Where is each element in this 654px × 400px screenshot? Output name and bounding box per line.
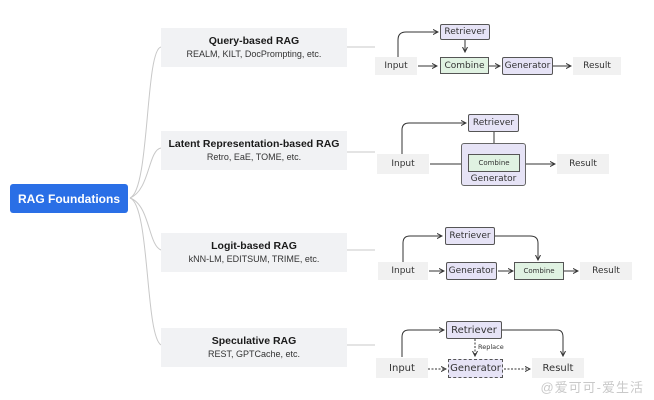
edge-root-query	[129, 46, 162, 199]
generator-node: Generator	[502, 57, 553, 75]
branch-title: Query-based RAG	[208, 35, 300, 47]
edge-root-latent	[129, 147, 162, 199]
result-node: Result	[557, 154, 609, 174]
branch-logit-based[interactable]: Logit-based RAG kNN-LM, EDITSUM, TRIME, …	[161, 233, 347, 272]
branch-latent-representation[interactable]: Latent Representation-based RAG Retro, E…	[161, 131, 347, 170]
branch-examples: kNN-LM, EDITSUM, TRIME, etc.	[188, 254, 320, 264]
generator-node: Generator	[448, 359, 503, 378]
combine-node: Combine	[440, 57, 489, 74]
retriever-node: Retriever	[445, 227, 495, 245]
replace-label: Replace	[478, 343, 504, 351]
branch-examples: REST, GPTCache, etc.	[207, 349, 301, 359]
input-node: Input	[377, 154, 429, 174]
result-node: Result	[573, 57, 621, 75]
input-node: Input	[375, 57, 417, 75]
branch-examples: Retro, EaE, TOME, etc.	[206, 152, 302, 162]
branch-query-based[interactable]: Query-based RAG REALM, KILT, DocPromptin…	[161, 28, 347, 67]
branch-title: Latent Representation-based RAG	[168, 138, 340, 150]
combine-node: Combine	[514, 262, 564, 280]
edge-root-speculative	[129, 197, 162, 346]
retriever-node: Retriever	[468, 114, 519, 132]
input-node: Input	[376, 358, 428, 378]
retriever-node: Retriever	[440, 24, 490, 40]
retriever-node: Retriever	[446, 321, 502, 339]
branch-title: Speculative RAG	[211, 335, 297, 347]
result-node: Result	[532, 358, 584, 378]
input-node: Input	[378, 262, 428, 280]
branch-speculative[interactable]: Speculative RAG REST, GPTCache, etc.	[161, 328, 347, 367]
result-node: Result	[580, 262, 632, 280]
edge-root-logit	[129, 197, 162, 251]
generator-node: Generator	[446, 262, 497, 280]
combine-node: Combine	[468, 154, 520, 172]
root-node[interactable]: RAG Foundations	[10, 184, 128, 213]
branch-examples: REALM, KILT, DocPrompting, etc.	[186, 49, 322, 59]
branch-title: Logit-based RAG	[211, 240, 297, 252]
watermark: @爱可可-爱生活	[540, 380, 644, 395]
